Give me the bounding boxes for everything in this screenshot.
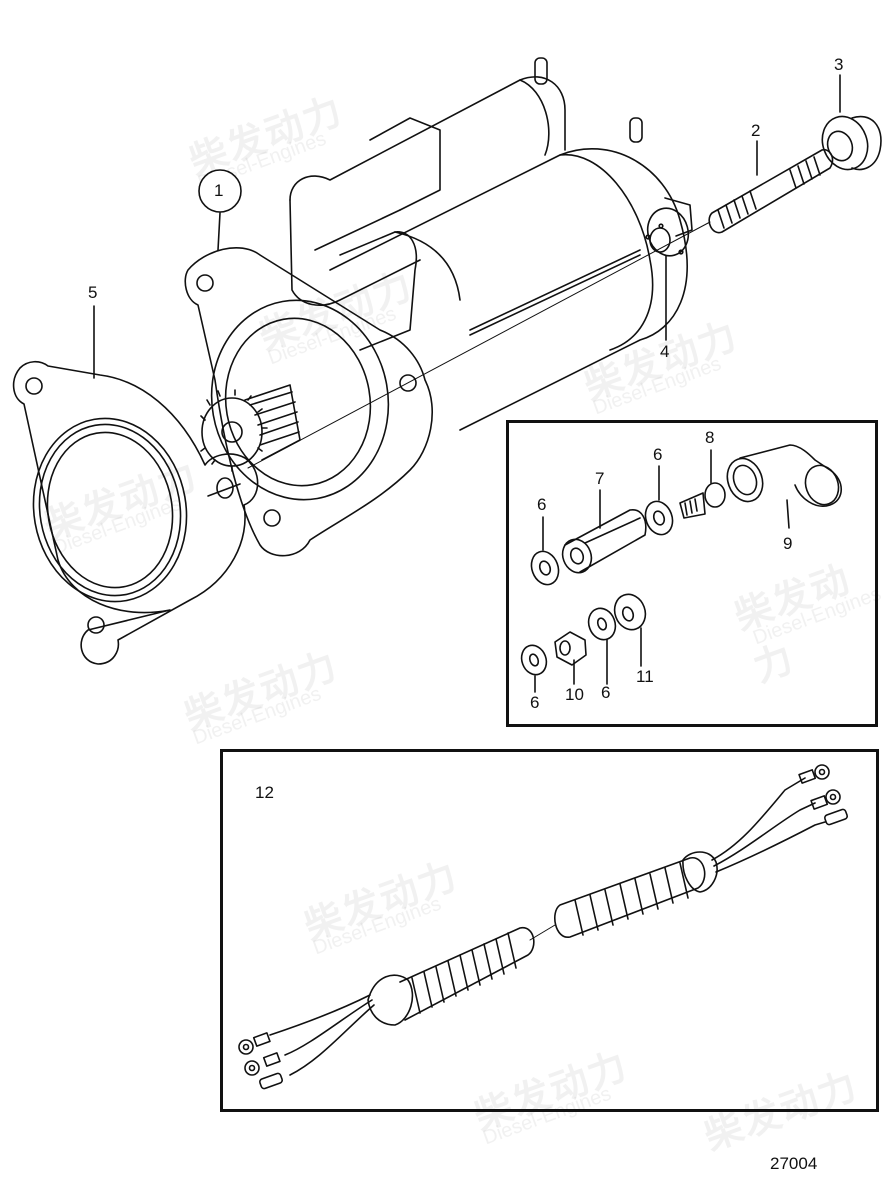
cable-harness-drawing [238, 764, 849, 1090]
cable-harness-inset [220, 749, 879, 1112]
callout-label: 5 [88, 283, 98, 302]
flange-nut-part [821, 115, 882, 171]
callout-label: 11 [636, 667, 654, 686]
callout-label: 12 [255, 783, 274, 802]
callout-label: 6 [653, 445, 663, 464]
callout-label: 2 [751, 121, 761, 140]
terminal-hardware-inset [506, 420, 878, 727]
callout-label: 6 [537, 495, 547, 514]
callout-label: 8 [705, 428, 715, 447]
callout-label: 1 [214, 181, 224, 200]
stud-part [708, 148, 834, 234]
spacer-flange-part [645, 207, 690, 257]
callout-label: 3 [834, 55, 844, 74]
callout-label: 9 [783, 534, 793, 553]
figure-number: 27004 [770, 1154, 818, 1173]
callout-label: 7 [595, 469, 605, 488]
callout-label: 6 [601, 683, 611, 702]
terminal-hardware-drawing [520, 444, 843, 693]
gasket-part [12, 360, 259, 665]
callout-label: 10 [565, 685, 584, 704]
callout-label: 4 [660, 342, 670, 361]
callout-label: 6 [530, 693, 540, 712]
